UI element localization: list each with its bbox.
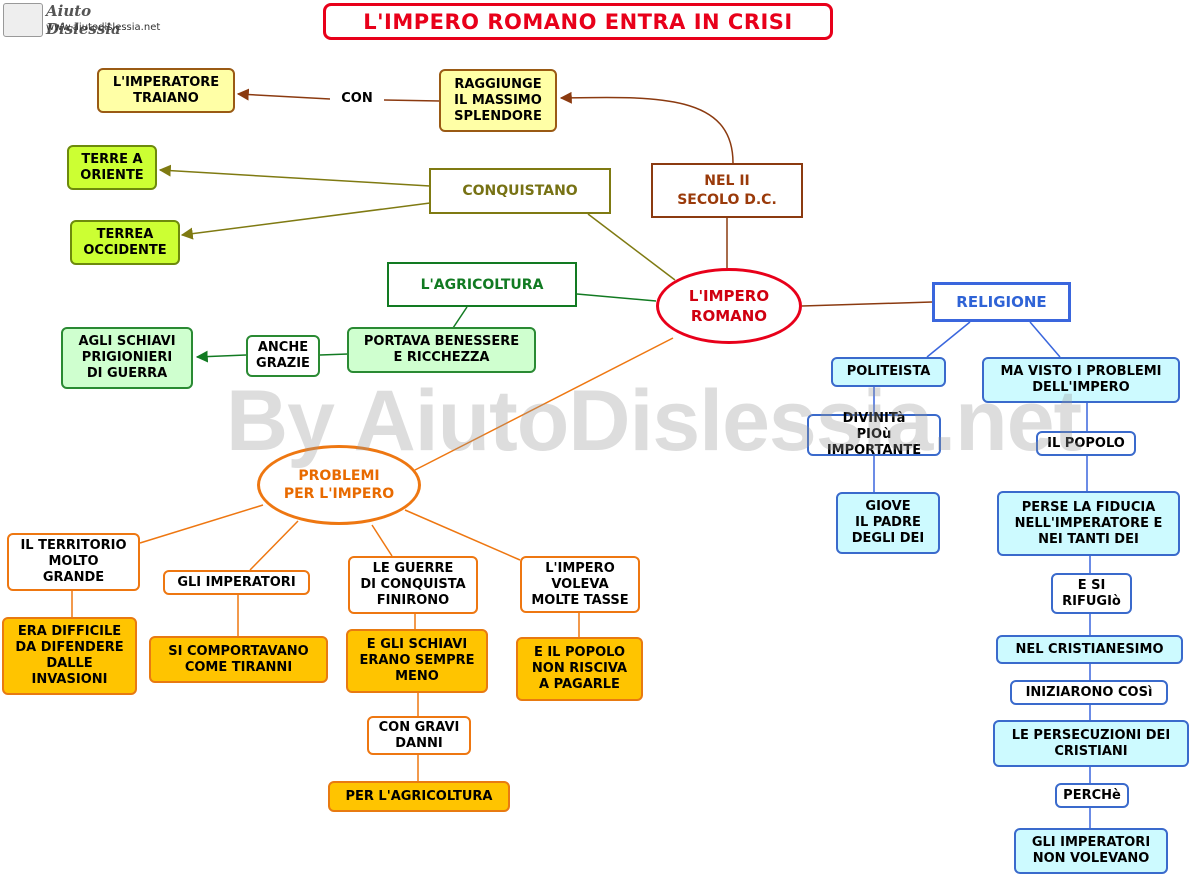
link-agricoltura-benessere xyxy=(452,306,468,329)
link-center-problemi xyxy=(414,337,674,471)
link-con-traiano xyxy=(236,88,331,101)
node-non-volevano: GLI IMPERATORI NON VOLEVANO xyxy=(1014,828,1168,874)
link-center-agricoltura xyxy=(576,293,657,302)
link-center-conquistano xyxy=(587,213,676,281)
node-fiducia: PERSE LA FIDUCIA NELL'IMPERATORE E NEI T… xyxy=(997,491,1180,556)
node-rifugio: E SI RIFUGIò xyxy=(1051,573,1132,614)
node-tiranni: SI COMPORTAVANO COME TIRANNI xyxy=(149,636,328,683)
node-secolo: NEL II SECOLO D.C. xyxy=(651,163,803,218)
node-iniziarono: INIZIARONO COSì xyxy=(1010,680,1168,705)
logo-title: Aiuto Dislessia xyxy=(46,2,121,38)
node-pagarle: E IL POPOLO NON RISCIVA A PAGARLE xyxy=(516,637,643,701)
link-benessere-anche xyxy=(319,353,349,356)
node-schiavi-prigionieri: AGLI SCHIAVI PRIGIONIERI DI GUERRA xyxy=(61,327,193,389)
node-benessere: PORTAVA BENESSERE E RICCHEZZA xyxy=(347,327,536,373)
link-conquistano-occidente xyxy=(180,202,431,240)
node-impero-romano: L'IMPERO ROMANO xyxy=(656,268,802,344)
site-logo[interactable]: Aiuto Dislessia www.aiutodislessia.net xyxy=(0,0,165,38)
node-territorio: IL TERRITORIO MOLTO GRANDE xyxy=(7,533,140,591)
link-problemi-imperatori xyxy=(249,520,299,571)
node-politeista: POLITEISTA xyxy=(831,357,946,387)
node-problemi: PROBLEMI PER L'IMPERO xyxy=(257,445,421,525)
logo-url: www.aiutodislessia.net xyxy=(46,22,161,33)
node-divinita: DIVINITà PIOù IMPORTANTE xyxy=(807,411,941,458)
link-splendore-con xyxy=(383,99,441,102)
node-religione: RELIGIONE xyxy=(932,282,1071,322)
link-secolo-splendore xyxy=(559,91,734,164)
node-tasse: L'IMPERO VOLEVA MOLTE TASSE xyxy=(520,556,640,613)
link-problemi-guerre xyxy=(371,524,393,557)
node-oriente: TERRE A ORIENTE xyxy=(67,145,157,190)
node-schiavi-meno: E GLI SCHIAVI ERANO SEMPRE MENO xyxy=(346,629,488,693)
node-per-agricoltura: PER L'AGRICOLTURA xyxy=(328,781,510,812)
node-ma-visto: MA VISTO I PROBLEMI DELL'IMPERO xyxy=(982,357,1180,403)
node-difficile: ERA DIFFICILE DA DIFENDERE DALLE INVASIO… xyxy=(2,617,137,695)
node-anche-grazie: ANCHE GRAZIE xyxy=(246,335,320,377)
link-religione-mavisto xyxy=(1029,321,1061,358)
node-splendore: RAGGIUNGE IL MASSIMO SPLENDORE xyxy=(439,69,557,132)
node-guerre: LE GUERRE DI CONQUISTA FINIRONO xyxy=(348,556,478,614)
node-gravi-danni: CON GRAVI DANNI xyxy=(367,716,471,755)
link-problemi-tasse xyxy=(404,509,521,561)
node-conquistano: CONQUISTANO xyxy=(429,168,611,214)
label-con: CON xyxy=(330,91,384,109)
node-cristianesimo: NEL CRISTIANESIMO xyxy=(996,635,1183,664)
link-center-religione xyxy=(801,301,933,307)
book-logo-icon xyxy=(3,3,43,37)
link-religione-politeista xyxy=(926,321,971,358)
node-persecuzioni: LE PERSECUZIONI DEI CRISTIANI xyxy=(993,720,1189,767)
link-problemi-territorio xyxy=(139,504,264,544)
node-giove: GIOVE IL PADRE DEGLI DEI xyxy=(836,492,940,554)
node-imperatori: GLI IMPERATORI xyxy=(163,570,310,595)
node-perche: PERCHè xyxy=(1055,783,1129,808)
map-title: L'IMPERO ROMANO ENTRA IN CRISI xyxy=(323,3,833,40)
node-traiano: L'IMPERATORE TRAIANO xyxy=(97,68,235,113)
link-anche-schiavi xyxy=(195,350,247,363)
node-occidente: TERREA OCCIDENTE xyxy=(70,220,180,265)
node-agricoltura: L'AGRICOLTURA xyxy=(387,262,577,307)
node-popolo: IL POPOLO xyxy=(1036,431,1136,456)
link-conquistano-oriente xyxy=(158,164,431,187)
